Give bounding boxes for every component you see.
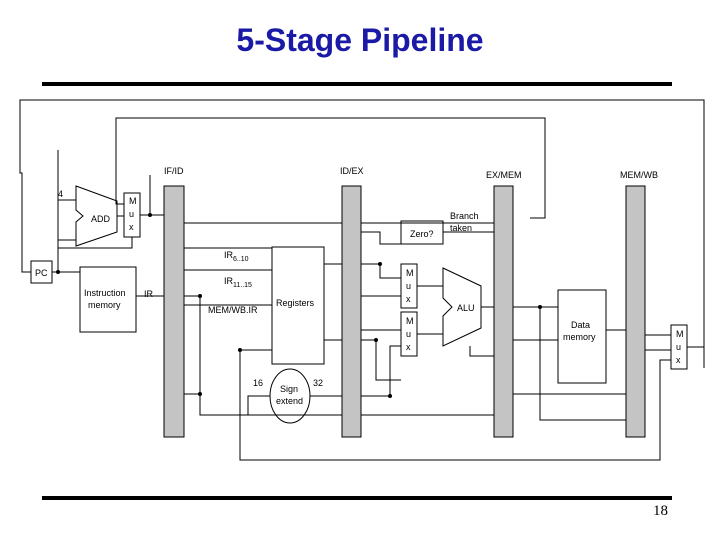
- data-memory-label-1: Data: [571, 320, 590, 330]
- reg-field-a-sub: 6..10: [233, 256, 249, 263]
- mux-wb-u: u: [676, 342, 681, 352]
- ex-mem-register: [493, 185, 514, 438]
- page-number: 18: [653, 503, 668, 519]
- instruction-memory-label-2: memory: [88, 300, 121, 310]
- mux-b-m: M: [406, 316, 414, 326]
- junction-dots: [56, 213, 542, 398]
- instruction-memory-label-1: Instruction: [84, 288, 126, 298]
- reg-field-b: IR11..15: [224, 276, 252, 289]
- data-memory-label-2: memory: [563, 332, 596, 342]
- id-ex-register: [341, 185, 362, 438]
- page-title: 5-Stage Pipeline: [236, 22, 484, 58]
- adder: [75, 185, 118, 247]
- mux-b-u: u: [406, 329, 411, 339]
- mux-pc-u: u: [129, 209, 134, 219]
- width-out-label: 32: [313, 378, 323, 388]
- zero-label: Zero?: [410, 229, 434, 239]
- mux-wb-m: M: [676, 329, 684, 339]
- adder-input-label: 4: [58, 189, 63, 199]
- pc-label: PC: [35, 268, 48, 278]
- registers-label: Registers: [276, 298, 315, 308]
- mem-wb-register: [625, 185, 646, 438]
- sign-extend-label-2: extend: [276, 396, 303, 406]
- mux-pc-x: x: [129, 222, 134, 232]
- mem-wb-label: MEM/WB: [620, 170, 658, 180]
- reg-field-b-sub: 11..15: [233, 282, 252, 289]
- ex-mem-label: EX/MEM: [486, 170, 522, 180]
- branch-taken-label-2: taken: [450, 223, 472, 233]
- reg-field-a: IR6..10: [224, 250, 249, 263]
- adder-label: ADD: [91, 214, 111, 224]
- mux-wb-x: x: [676, 355, 681, 365]
- if-id-label: IF/ID: [164, 166, 184, 176]
- data-memory-box: [557, 289, 607, 384]
- sign-extend-label-1: Sign: [280, 384, 298, 394]
- width-in-label: 16: [253, 378, 263, 388]
- mux-pc-m: M: [129, 196, 137, 206]
- branch-taken-label-1: Branch: [450, 211, 479, 221]
- alu: [442, 267, 482, 347]
- reg-field-a-ir: IR: [224, 250, 234, 260]
- ir-label: IR: [144, 289, 154, 299]
- mux-a-u: u: [406, 281, 411, 291]
- mux-b-x: x: [406, 342, 411, 352]
- bottom-rule: [42, 496, 672, 500]
- wires: [19, 99, 705, 461]
- top-rule: [42, 82, 672, 86]
- instruction-memory-box: [79, 266, 137, 333]
- mux-a-x: x: [406, 294, 411, 304]
- if-id-register: [163, 185, 185, 438]
- id-ex-label: ID/EX: [340, 166, 364, 176]
- mux-a-m: M: [406, 268, 414, 278]
- reg-field-b-ir: IR: [224, 276, 234, 286]
- mem-wb-ir-label: MEM/WB.IR: [208, 305, 258, 315]
- alu-label: ALU: [457, 303, 475, 313]
